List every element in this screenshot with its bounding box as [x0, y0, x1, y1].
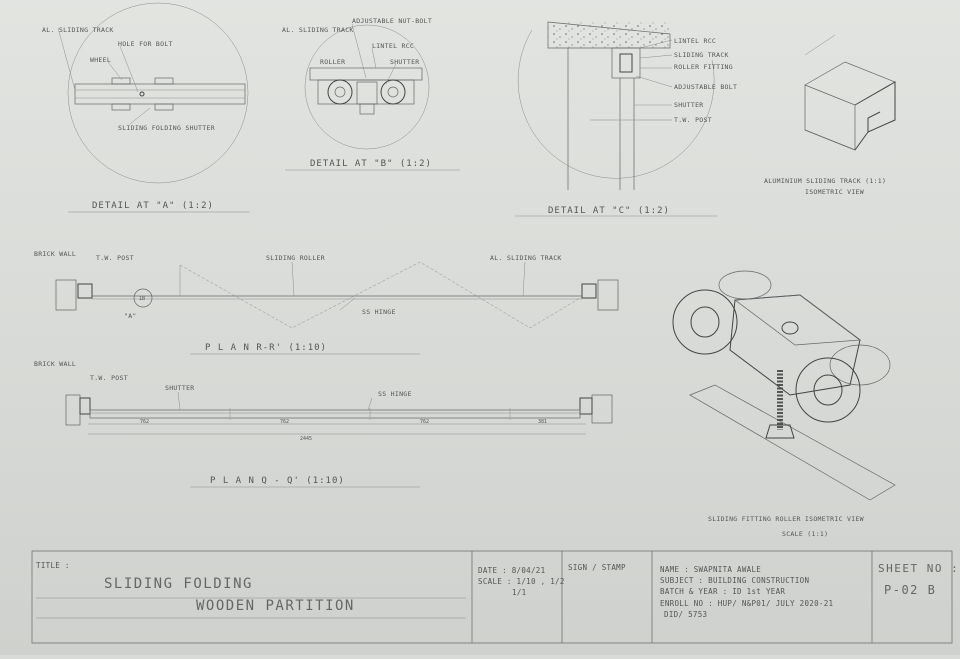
detail-c: LINTEL RCC SLIDING TRACK ROLLER FITTING …	[515, 21, 737, 217]
roller-iso-scale: SCALE (1:1)	[782, 530, 828, 538]
detail-c-label-roller: ROLLER FITTING	[674, 63, 733, 71]
plan-qq-dim-4: 381	[538, 419, 547, 425]
plan-rr: 1B BRICK WALL T.W. POST SLIDING ROLLER A…	[34, 250, 619, 355]
detail-a-label-track: AL. SLIDING TRACK	[42, 26, 114, 34]
detail-a-caption: DETAIL AT "A" (1:2)	[92, 201, 214, 211]
detail-b-label-lintel: LINTEL RCC	[372, 42, 414, 50]
date-text: DATE : 8/04/21	[478, 566, 545, 575]
track-isometric: ALUMINIUM SLIDING TRACK (1:1) ISOMETRIC …	[764, 34, 896, 196]
detail-c-label-post: T.W. POST	[674, 116, 712, 124]
detail-c-label-shutter: SHUTTER	[674, 101, 704, 109]
detail-c-label-lintel: LINTEL RCC	[674, 37, 716, 45]
plan-rr-label-track: AL. SLIDING TRACK	[490, 254, 562, 262]
subject-text: SUBJECT : BUILDING CONSTRUCTION	[660, 576, 809, 585]
detail-a: AL. SLIDING TRACK HOLE FOR BOLT WHEEL SL…	[42, 2, 250, 213]
student-name: NAME : SWAPNITA AWALE	[660, 565, 761, 574]
detail-b-label-nutbolt: ADJUSTABLE NUT-BOLT	[352, 17, 432, 25]
sheet-label: SHEET NO :	[878, 562, 959, 575]
roller-isometric: SLIDING FITTING ROLLER ISOMETRIC VIEW SC…	[672, 270, 896, 538]
plan-qq-dim-1: 762	[140, 419, 149, 425]
scale-text-2: 1/1	[512, 588, 526, 597]
detail-b-label-track: AL. SLIDING TRACK	[282, 26, 354, 34]
plan-rr-caption: P L A N R-R' (1:10)	[205, 343, 327, 353]
plan-qq-label-wall: BRICK WALL	[34, 360, 76, 368]
detail-a-label-wheel: WHEEL	[90, 56, 111, 64]
detail-a-label-hole: HOLE FOR BOLT	[118, 40, 173, 48]
detail-c-label-bolt: ADJUSTABLE BOLT	[674, 83, 737, 91]
plan-rr-label-post: T.W. POST	[96, 254, 134, 262]
plan-rr-label-hinge: SS HINGE	[362, 308, 396, 316]
track-iso-caption: ALUMINIUM SLIDING TRACK (1:1)	[764, 177, 886, 185]
detail-b-label-roller: ROLLER	[320, 58, 345, 66]
sign-stamp: SIGN / STAMP	[568, 563, 626, 572]
plan-rr-label-roller: SLIDING ROLLER	[266, 254, 325, 262]
roller-iso-caption: SLIDING FITTING ROLLER ISOMETRIC VIEW	[708, 515, 864, 523]
plan-qq-label-hinge: SS HINGE	[378, 390, 412, 398]
plan-qq-caption: P L A N Q - Q' (1:10)	[210, 476, 345, 486]
plan-qq-dim-3: 762	[420, 419, 429, 425]
title-line-1: SLIDING FOLDING	[104, 576, 253, 592]
detail-c-label-track: SLIDING TRACK	[674, 51, 729, 59]
batch-text: BATCH & YEAR : ID 1st YEAR	[660, 587, 785, 596]
detail-c-caption: DETAIL AT "C" (1:2)	[548, 206, 670, 216]
detail-b-caption: DETAIL AT "B" (1:2)	[310, 159, 432, 169]
detail-b-label-shutter: SHUTTER	[390, 58, 420, 66]
plan-qq-dim-total: 2445	[300, 436, 312, 442]
plan-rr-label-wall: BRICK WALL	[34, 250, 76, 258]
track-iso-sub: ISOMETRIC VIEW	[805, 188, 864, 196]
plan-qq-dim-2: 762	[280, 419, 289, 425]
plan-qq-label-post: T.W. POST	[90, 374, 128, 382]
sheet-number: P-02 B	[884, 583, 936, 597]
plan-rr-label-a: "A"	[124, 312, 137, 320]
plan-rr-callout: 1B	[139, 296, 145, 302]
title-line-2: WOODEN PARTITION	[196, 598, 355, 614]
title-label: TITLE :	[36, 561, 70, 570]
detail-a-label-shutter: SLIDING FOLDING SHUTTER	[118, 124, 215, 132]
title-block: TITLE : SLIDING FOLDING WOODEN PARTITION…	[31, 550, 959, 644]
enroll-text: ENROLL NO : HUP/ N&P01/ JULY 2020-21	[660, 599, 833, 608]
plan-qq: 762 762 762 381 2445 BRICK WALL T.W. POS…	[34, 360, 613, 488]
detail-b: ADJUSTABLE NUT-BOLT AL. SLIDING TRACK LI…	[282, 17, 460, 171]
scale-text: SCALE : 1/10 , 1/2	[478, 577, 565, 586]
enroll-text-2: DID/ 5753	[664, 610, 707, 619]
plan-qq-label-shutter: SHUTTER	[165, 384, 195, 392]
